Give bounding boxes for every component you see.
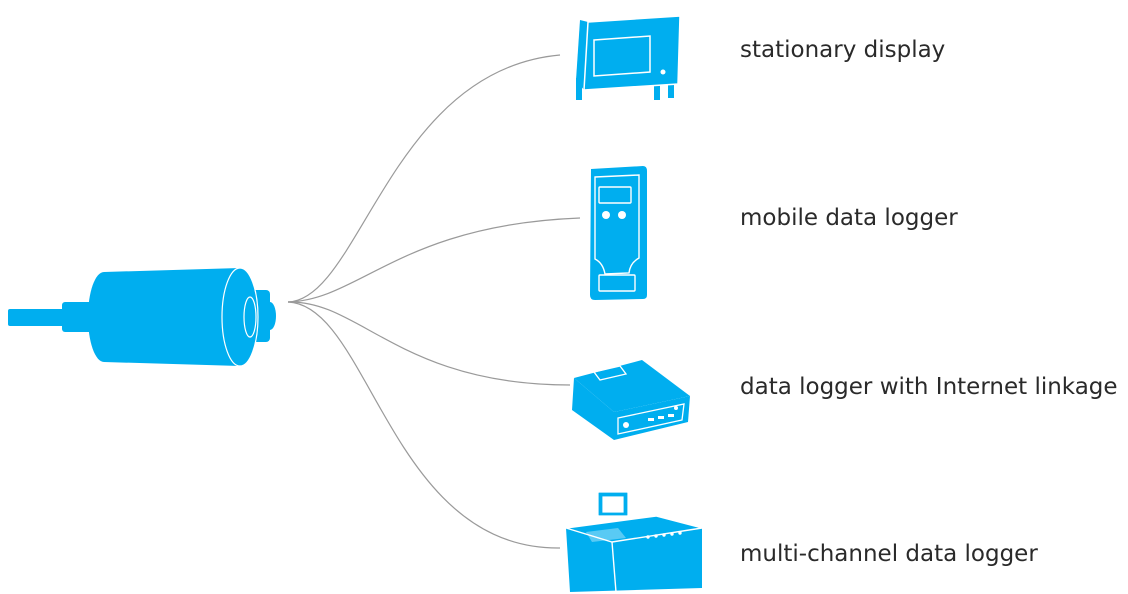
- internet-data-logger-icon: [572, 360, 690, 440]
- cylindrical-sensor-icon: [8, 267, 276, 367]
- label-stationary-display: stationary display: [740, 37, 946, 63]
- multi-channel-data-logger-icon: [565, 491, 703, 593]
- connector-stationary: [287, 54, 561, 303]
- label-internet-data-logger: data logger with Internet linkage: [740, 374, 1118, 400]
- stationary-display-icon: [576, 15, 681, 100]
- label-mobile-data-logger: mobile data logger: [740, 205, 958, 231]
- label-multi-channel-data-logger: multi-channel data logger: [740, 541, 1038, 567]
- mobile-data-logger-icon: [590, 166, 647, 300]
- connector-mobile: [287, 217, 581, 303]
- connector-internet: [287, 301, 571, 386]
- connector-multichannel: [287, 301, 561, 549]
